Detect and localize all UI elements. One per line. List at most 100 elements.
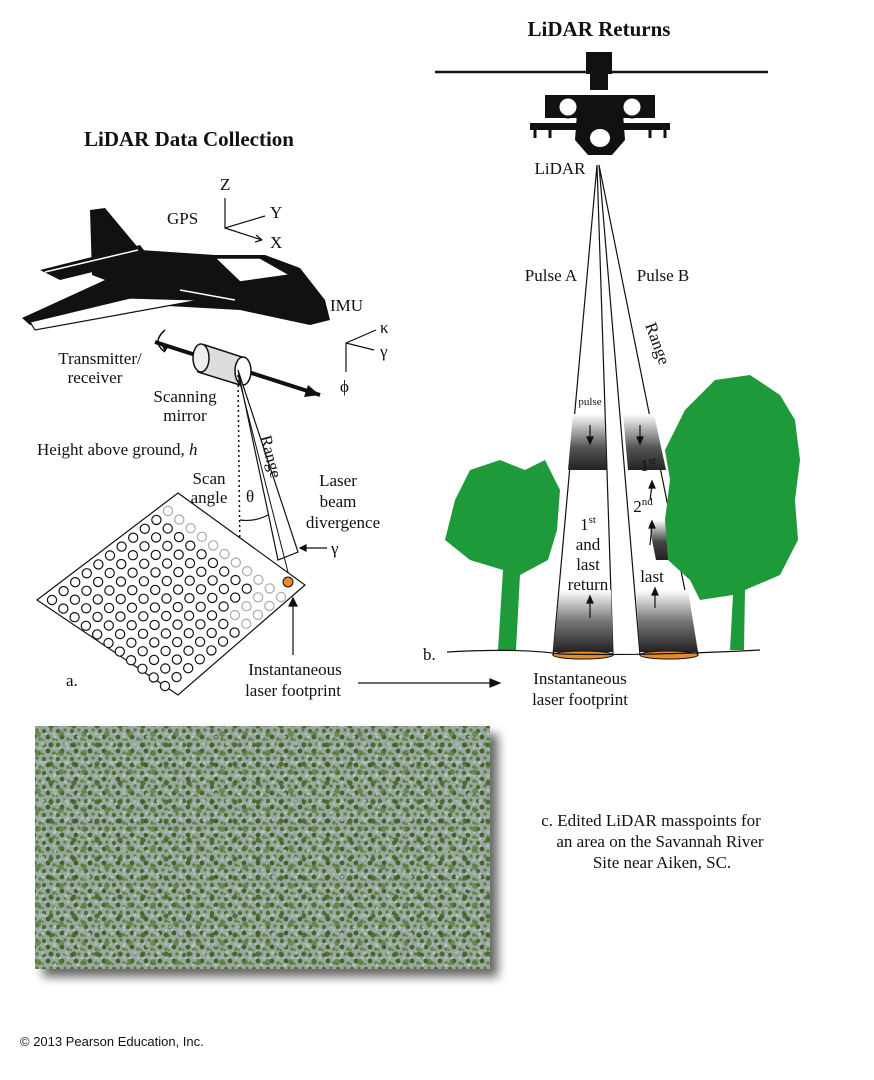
footprint-dot: [162, 505, 174, 517]
footprint-dot: [58, 603, 69, 614]
footprint-dot: [171, 671, 182, 683]
caption-c-1: c. Edited LiDAR masspoints for: [541, 811, 761, 830]
footprint-dot: [160, 628, 172, 639]
footprint-dot: [103, 602, 115, 614]
footprint-dot: [173, 531, 185, 543]
footprint-dot: [116, 541, 127, 552]
footprint-dot: [218, 583, 230, 595]
footprint-dot: [195, 619, 206, 630]
footprint-dot: [127, 532, 139, 543]
footprint-dot: [173, 549, 184, 560]
footprint-dot: [80, 603, 92, 614]
footprint-dot: [127, 567, 138, 578]
footprint-dot: [81, 585, 92, 597]
footprint-dot: [241, 566, 253, 577]
active-footprint-dot: [282, 576, 294, 588]
footprint-dot: [92, 594, 104, 605]
footprint-dot: [206, 627, 217, 639]
footprint-dot: [206, 645, 217, 656]
footprint-dot: [91, 629, 103, 640]
footprint-dot: [150, 532, 162, 543]
footprint-dot: [115, 611, 126, 622]
beam-arrows: [586, 425, 659, 618]
footprint-dot: [172, 601, 183, 613]
title-returns: LiDAR Returns: [528, 17, 671, 41]
panel-a-letter: a.: [66, 671, 78, 690]
footprint-dot: [184, 575, 195, 586]
footprint-dot: [162, 523, 173, 534]
footprint-dot: [218, 601, 229, 612]
footprint-dot: [161, 593, 172, 604]
footprint-dot: [230, 574, 241, 586]
mirror-label-1: Scanning: [153, 387, 217, 406]
helicopter-icon: [435, 52, 768, 155]
gps-label: GPS: [167, 209, 198, 228]
footprint-link-arrow: [358, 678, 502, 688]
lidar-label: LiDAR: [535, 159, 587, 178]
footprint-dot: [196, 549, 207, 560]
footprint-dot: [183, 645, 194, 656]
footprint-dot: [103, 637, 114, 649]
footprint-dot: [149, 584, 161, 596]
footprint-dot: [173, 566, 184, 578]
scan-label-2: angle: [191, 488, 228, 507]
footprint-dot: [160, 610, 172, 622]
imu-label: IMU: [330, 296, 363, 315]
height-label: Height above ground, h: [37, 440, 198, 459]
laser-label-3: divergence: [306, 513, 380, 532]
footprint-dot: [206, 610, 218, 621]
footprint-dot: [264, 583, 275, 594]
b-last-label: last: [640, 567, 664, 586]
footprint-dot: [114, 628, 126, 640]
axis-x-label: X: [270, 233, 282, 252]
footprint-dot: [184, 558, 196, 569]
height-line: [237, 374, 241, 561]
footprint-a-label-1: Instantaneous: [248, 660, 341, 679]
footprint-dot: [148, 654, 160, 666]
laser-label-1: Laser: [319, 471, 357, 490]
footprint-dot: [241, 601, 252, 612]
footprint-dot: [159, 680, 171, 692]
footprint-dot: [218, 566, 230, 577]
gamma-beam-label: γ: [330, 539, 339, 558]
axis-z-label: Z: [220, 175, 230, 194]
axis-y-label: Y: [270, 203, 282, 222]
footprint-dot: [161, 575, 172, 587]
footprint-dot: [139, 541, 150, 552]
footprint-dot: [149, 619, 160, 631]
footprint-dot: [138, 576, 150, 587]
footprint-dot: [194, 636, 206, 648]
footprint-dot: [104, 550, 116, 561]
laser-label-2: beam: [320, 492, 357, 511]
footprint-dot: [183, 628, 194, 639]
footprint-dot: [151, 514, 162, 526]
footprint-dot: [138, 611, 149, 622]
footprint-dot: [114, 646, 126, 657]
footprint-dot: [137, 646, 148, 657]
footprint-dot: [275, 591, 287, 603]
footprint-dot: [252, 609, 263, 621]
footprint-dot: [207, 540, 219, 551]
footprint-dot: [217, 636, 229, 647]
footprint-dot: [81, 568, 93, 579]
footprint-dot: [171, 654, 183, 665]
footprint-dot: [229, 609, 241, 621]
footprint-a-label-2: laser footprint: [245, 681, 341, 700]
title-collection: LiDAR Data Collection: [84, 127, 294, 151]
footprint-dot: [115, 593, 126, 605]
footprint-dot: [183, 610, 195, 621]
footprint-dot: [218, 618, 229, 630]
footprint-dot: [148, 672, 159, 683]
footprint-dot: [150, 549, 161, 561]
footprint-dot: [103, 620, 115, 631]
footprint-dot: [69, 577, 81, 588]
footprint-dot: [126, 637, 137, 648]
footprint-dot: [253, 574, 264, 586]
footprint-dot: [196, 531, 208, 543]
footprint-dot: [138, 593, 149, 605]
footprint-dot: [58, 585, 69, 597]
footprint-dot: [196, 566, 207, 578]
divergence-pointer: [298, 544, 327, 552]
caption-c-3: Site near Aiken, SC.: [593, 853, 731, 872]
footprint-dot: [264, 600, 275, 612]
